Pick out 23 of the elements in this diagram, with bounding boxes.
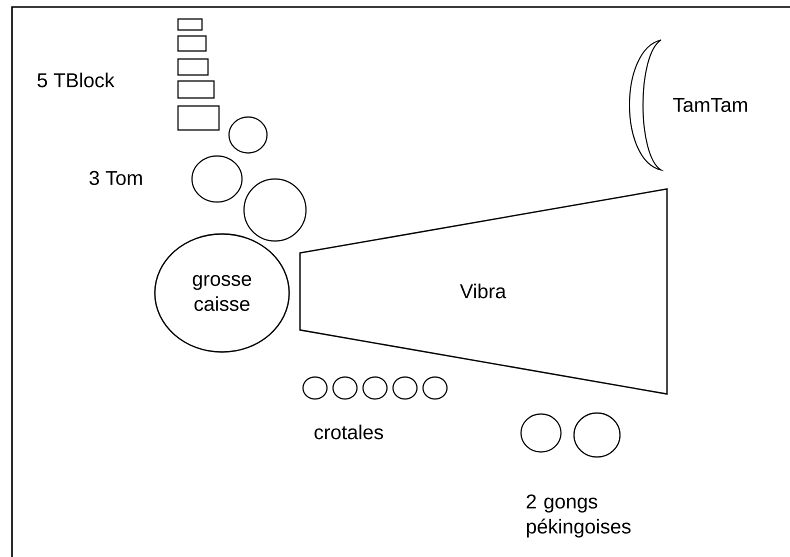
instrument-label: TamTam [673,98,747,112]
instrument-label: 3 Tom [89,170,142,186]
temple-block [177,80,215,99]
drum-circle [573,412,621,458]
drum-circle [191,155,243,203]
drum-circle [332,376,358,400]
drum-circle [520,413,562,453]
temple-block [177,35,207,52]
instrument-label: 5 TBlock [38,72,114,88]
instrument-label: crotales [314,424,383,440]
bass-drum: grosse caisse [154,233,290,353]
temple-block [177,105,220,131]
drum-circle [243,178,307,242]
temple-block [177,58,209,76]
drum-circle [392,376,418,400]
vibraphone: Vibra [299,188,668,395]
drum-circle [228,116,268,154]
instrument-label: 2 gongs pékingoises [526,494,631,538]
temple-block [177,18,203,31]
drum-circle [422,376,448,400]
drum-circle [302,376,328,400]
tamtam-drawing [628,40,662,171]
drum-circle [362,376,388,400]
